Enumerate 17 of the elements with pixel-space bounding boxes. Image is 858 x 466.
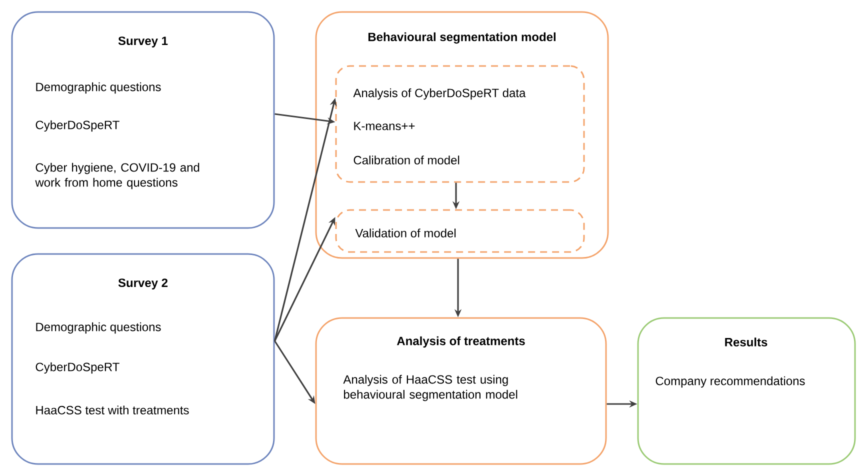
item-text: Calibration of model: [354, 156, 460, 164]
item-text: Cyber hygiene, COVID-19 and work from home questions: [35, 162, 200, 190]
item-text: K-means++: [354, 122, 415, 130]
item-text: HaaCSS test with treatments: [36, 406, 189, 414]
item-text: Company recommendations: [656, 376, 805, 388]
item-text: Demographic questions: [36, 82, 161, 94]
box-title: Behavioural segmentation model: [368, 32, 556, 44]
item-text: CyberDoSpeRT: [36, 120, 120, 132]
box-title: Results: [725, 338, 768, 346]
item-text: CyberDoSpeRT: [36, 362, 120, 374]
box-title: Survey 2: [118, 278, 168, 290]
item-text: Demographic questions: [36, 322, 161, 334]
item-text: Analysis of CyberDoSpeRT data: [353, 88, 526, 100]
item-text: Validation of model: [355, 228, 456, 238]
box-title: Survey 1: [118, 36, 168, 48]
item-text: Analysis of HaaCSS test using behavioural segmentation model: [343, 374, 518, 402]
box-title: Analysis of treatments: [396, 336, 525, 348]
